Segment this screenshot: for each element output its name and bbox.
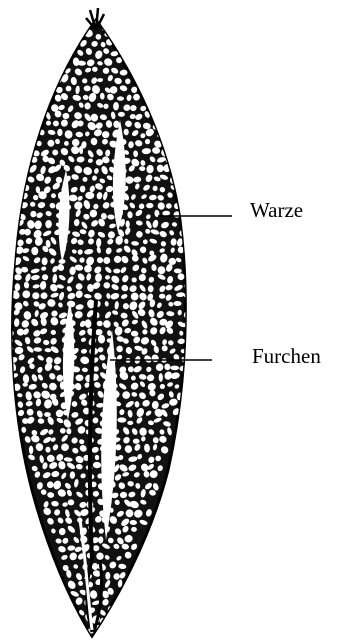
wart-cell (6, 240, 14, 248)
wart-cell (178, 196, 183, 200)
wart-cell (9, 213, 15, 220)
wart-cell (30, 129, 38, 137)
wart-cell (170, 366, 179, 371)
wart-cell (159, 294, 165, 299)
wart-cell (148, 285, 154, 292)
wart-cell (186, 329, 193, 336)
wart-cell (122, 391, 130, 399)
wart-cell (12, 204, 18, 212)
wart-cell (47, 86, 54, 92)
wart-cell (3, 275, 12, 284)
label-warze: Warze (250, 200, 303, 221)
wart-cell (184, 248, 191, 255)
wart-cell (9, 221, 15, 229)
wart-cell (85, 192, 94, 199)
wart-cell (136, 78, 141, 83)
wart-cell (76, 33, 82, 39)
wart-cell (2, 268, 11, 273)
wart-cell (127, 421, 133, 425)
wart-cell (11, 190, 20, 201)
wart-cell (117, 96, 124, 100)
label-furchen: Furchen (252, 346, 321, 367)
wart-cell (118, 112, 125, 117)
wart-cell (5, 247, 16, 258)
wart-cell (70, 40, 78, 48)
wart-cell (16, 174, 24, 181)
wart-cell (12, 181, 23, 192)
wart-cell (113, 269, 120, 274)
wart-cell (56, 65, 63, 74)
wart-cell (3, 300, 12, 308)
wart-cell (35, 120, 42, 127)
wart-cell (186, 257, 192, 264)
wart-cell (35, 113, 44, 122)
wart-cell (10, 229, 16, 237)
pod-body (13, 20, 186, 636)
wart-cell (186, 273, 194, 280)
wart-cell (8, 257, 14, 265)
wart-cell (26, 138, 34, 145)
wart-cell (20, 167, 26, 175)
wart-cell (59, 58, 68, 66)
wart-cell (1, 290, 10, 299)
wart-cell (3, 311, 11, 320)
wart-cell (22, 155, 31, 164)
wart-cell (186, 266, 193, 273)
